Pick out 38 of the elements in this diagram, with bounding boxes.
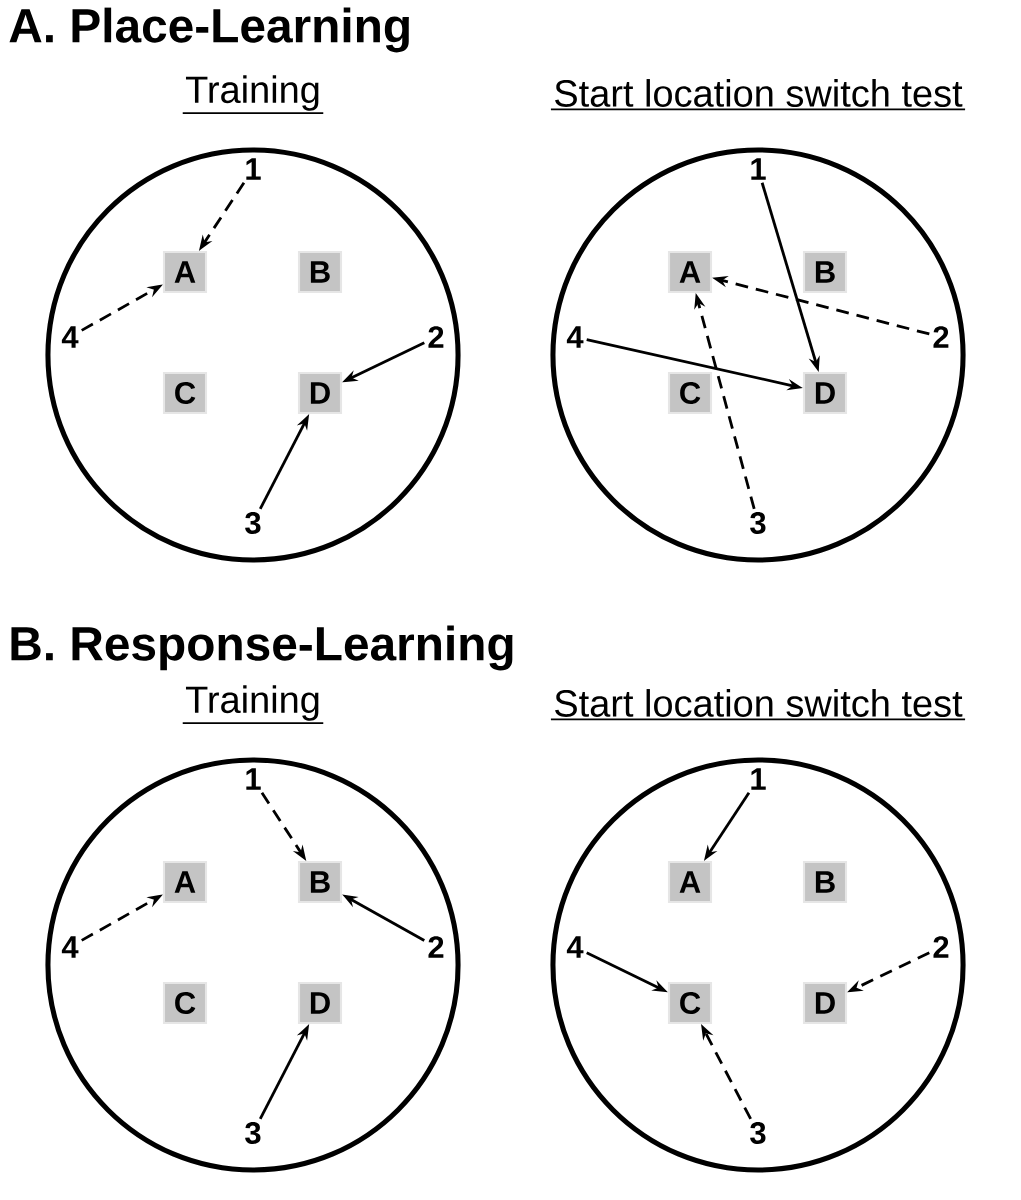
platform-box: D xyxy=(802,371,848,415)
start-number: 2 xyxy=(933,326,949,348)
start-number: 2 xyxy=(933,936,949,958)
panel-heading: Start location switch test xyxy=(550,689,966,721)
panel-heading: Training xyxy=(181,75,325,114)
start-number: 4 xyxy=(61,326,79,348)
platform-box: B xyxy=(802,250,848,294)
platform-box: C xyxy=(667,981,713,1025)
platform-box: C xyxy=(162,981,208,1025)
platform-box: B xyxy=(802,860,848,904)
platform-box: A xyxy=(667,860,713,904)
start-number: 1 xyxy=(751,158,766,180)
start-number: 1 xyxy=(246,158,261,180)
platform-box: D xyxy=(802,981,848,1025)
panel-heading: Training xyxy=(181,685,325,724)
start-number: 3 xyxy=(750,512,766,534)
start-number: 3 xyxy=(245,1122,261,1144)
platform-box: B xyxy=(297,860,343,904)
panel-heading: Start location switch test xyxy=(550,79,966,111)
start-number: 3 xyxy=(245,512,261,534)
platform-box: A xyxy=(667,250,713,294)
start-number: 1 xyxy=(751,768,766,790)
platform-box: D xyxy=(297,371,343,415)
platform-box: A xyxy=(162,250,208,294)
start-number: 1 xyxy=(246,768,261,790)
platform-box: D xyxy=(297,981,343,1025)
start-number: 3 xyxy=(750,1122,766,1144)
panel-title: A. Place-Learning xyxy=(9,7,409,53)
start-number: 2 xyxy=(428,326,444,348)
platform-box: C xyxy=(667,371,713,415)
platform-box: A xyxy=(162,860,208,904)
start-number: 4 xyxy=(566,936,584,958)
start-number: 2 xyxy=(428,936,444,958)
platform-box: C xyxy=(162,371,208,415)
start-number: 4 xyxy=(566,326,584,348)
platform-box: B xyxy=(297,250,343,294)
panel-title: B. Response-Learning xyxy=(11,625,513,671)
start-number: 4 xyxy=(61,936,79,958)
